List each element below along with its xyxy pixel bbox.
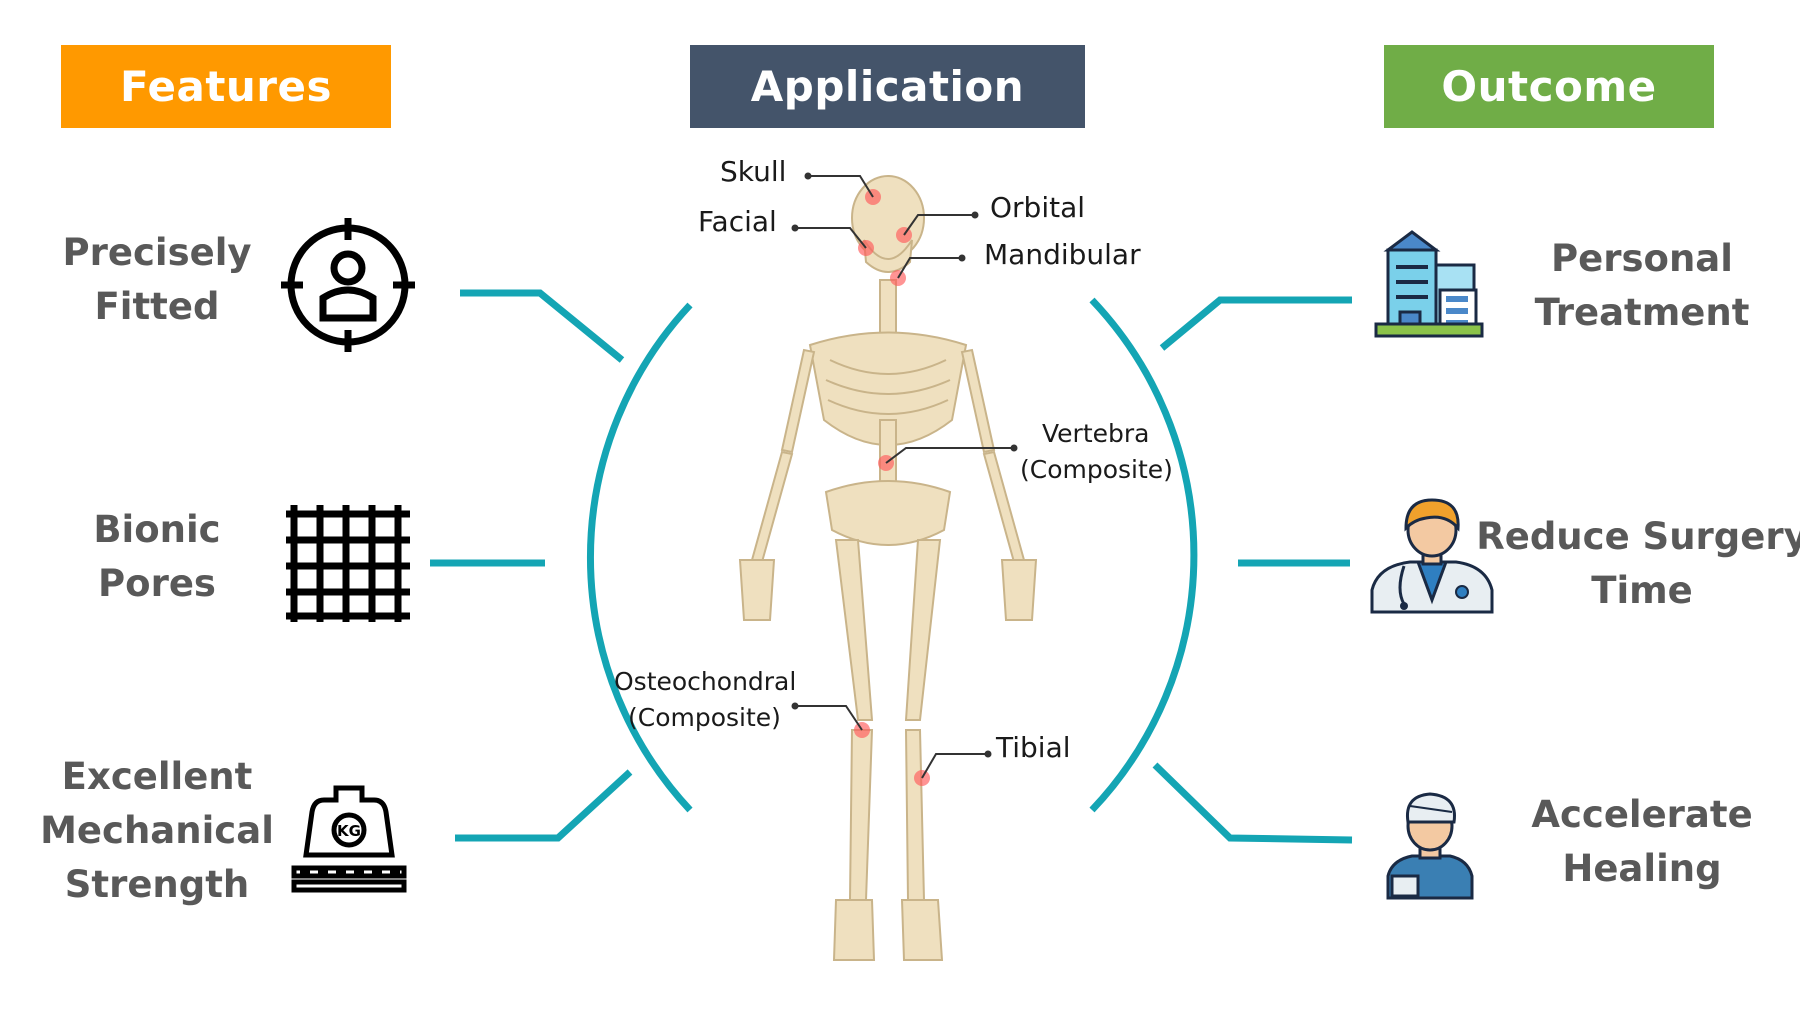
label-osteochondral: Osteochondral: [614, 667, 797, 696]
left-connector-bottom: [455, 769, 633, 842]
outcome-line: Treatment: [1534, 291, 1750, 334]
feature-line: Excellent: [61, 755, 253, 798]
right-arc-connector: [1089, 297, 1198, 813]
label-orbital: Orbital: [990, 191, 1086, 224]
label-skull: Skull: [720, 155, 787, 188]
left-arc-connector: [587, 302, 693, 813]
target-person-icon: [281, 218, 415, 352]
feature-excellent-mechanical-strength: Excellent Mechanical Strength: [17, 750, 297, 912]
outcome-line: Healing: [1562, 847, 1722, 890]
label-facial: Facial: [698, 205, 777, 238]
label-tibial: Tibial: [996, 731, 1071, 764]
label-osteochondral-composite: (Composite): [628, 703, 781, 732]
label-vertebra: Vertebra: [1042, 419, 1150, 448]
label-vertebra-composite: (Composite): [1020, 455, 1173, 484]
leader-lines: [795, 175, 1014, 779]
outcome-accelerate-healing: Accelerate Healing: [1502, 788, 1782, 896]
feature-line: Precisely: [62, 231, 252, 274]
feature-bionic-pores: Bionic Pores: [17, 503, 297, 611]
right-connector-bottom: [1152, 762, 1353, 844]
outcome-line: Time: [1591, 569, 1693, 612]
leader-dots: [791, 172, 1018, 758]
feature-line: Strength: [64, 863, 250, 906]
doctor-icon: [1370, 498, 1494, 614]
label-mandibular: Mandibular: [984, 238, 1141, 271]
outcome-line: Personal: [1551, 237, 1733, 280]
kg-weight-icon: KG: [291, 785, 407, 893]
outcome-reduce-surgery-time: Reduce Surgery Time: [1472, 510, 1800, 618]
application-header: Application: [690, 45, 1085, 128]
svg-text:KG: KG: [337, 822, 361, 840]
patient-icon: [1386, 792, 1474, 900]
feature-line: Pores: [98, 562, 216, 605]
grid-icon: [286, 505, 410, 622]
skeleton-illustration: [738, 175, 1038, 961]
outcome-line: Accelerate: [1531, 793, 1753, 836]
right-connector-top: [1159, 296, 1352, 351]
outcome-personal-treatment: Personal Treatment: [1502, 232, 1782, 340]
feature-line: Mechanical: [40, 809, 274, 852]
feature-line: Bionic: [93, 508, 221, 551]
feature-precisely-fitted: Precisely Fitted: [17, 226, 297, 334]
outcome-header: Outcome: [1384, 45, 1714, 128]
features-header: Features: [61, 45, 391, 128]
outcome-line: Reduce Surgery: [1476, 515, 1800, 558]
feature-line: Fitted: [94, 285, 220, 328]
left-connector-top: [460, 289, 625, 363]
hospital-icon: [1374, 230, 1484, 338]
